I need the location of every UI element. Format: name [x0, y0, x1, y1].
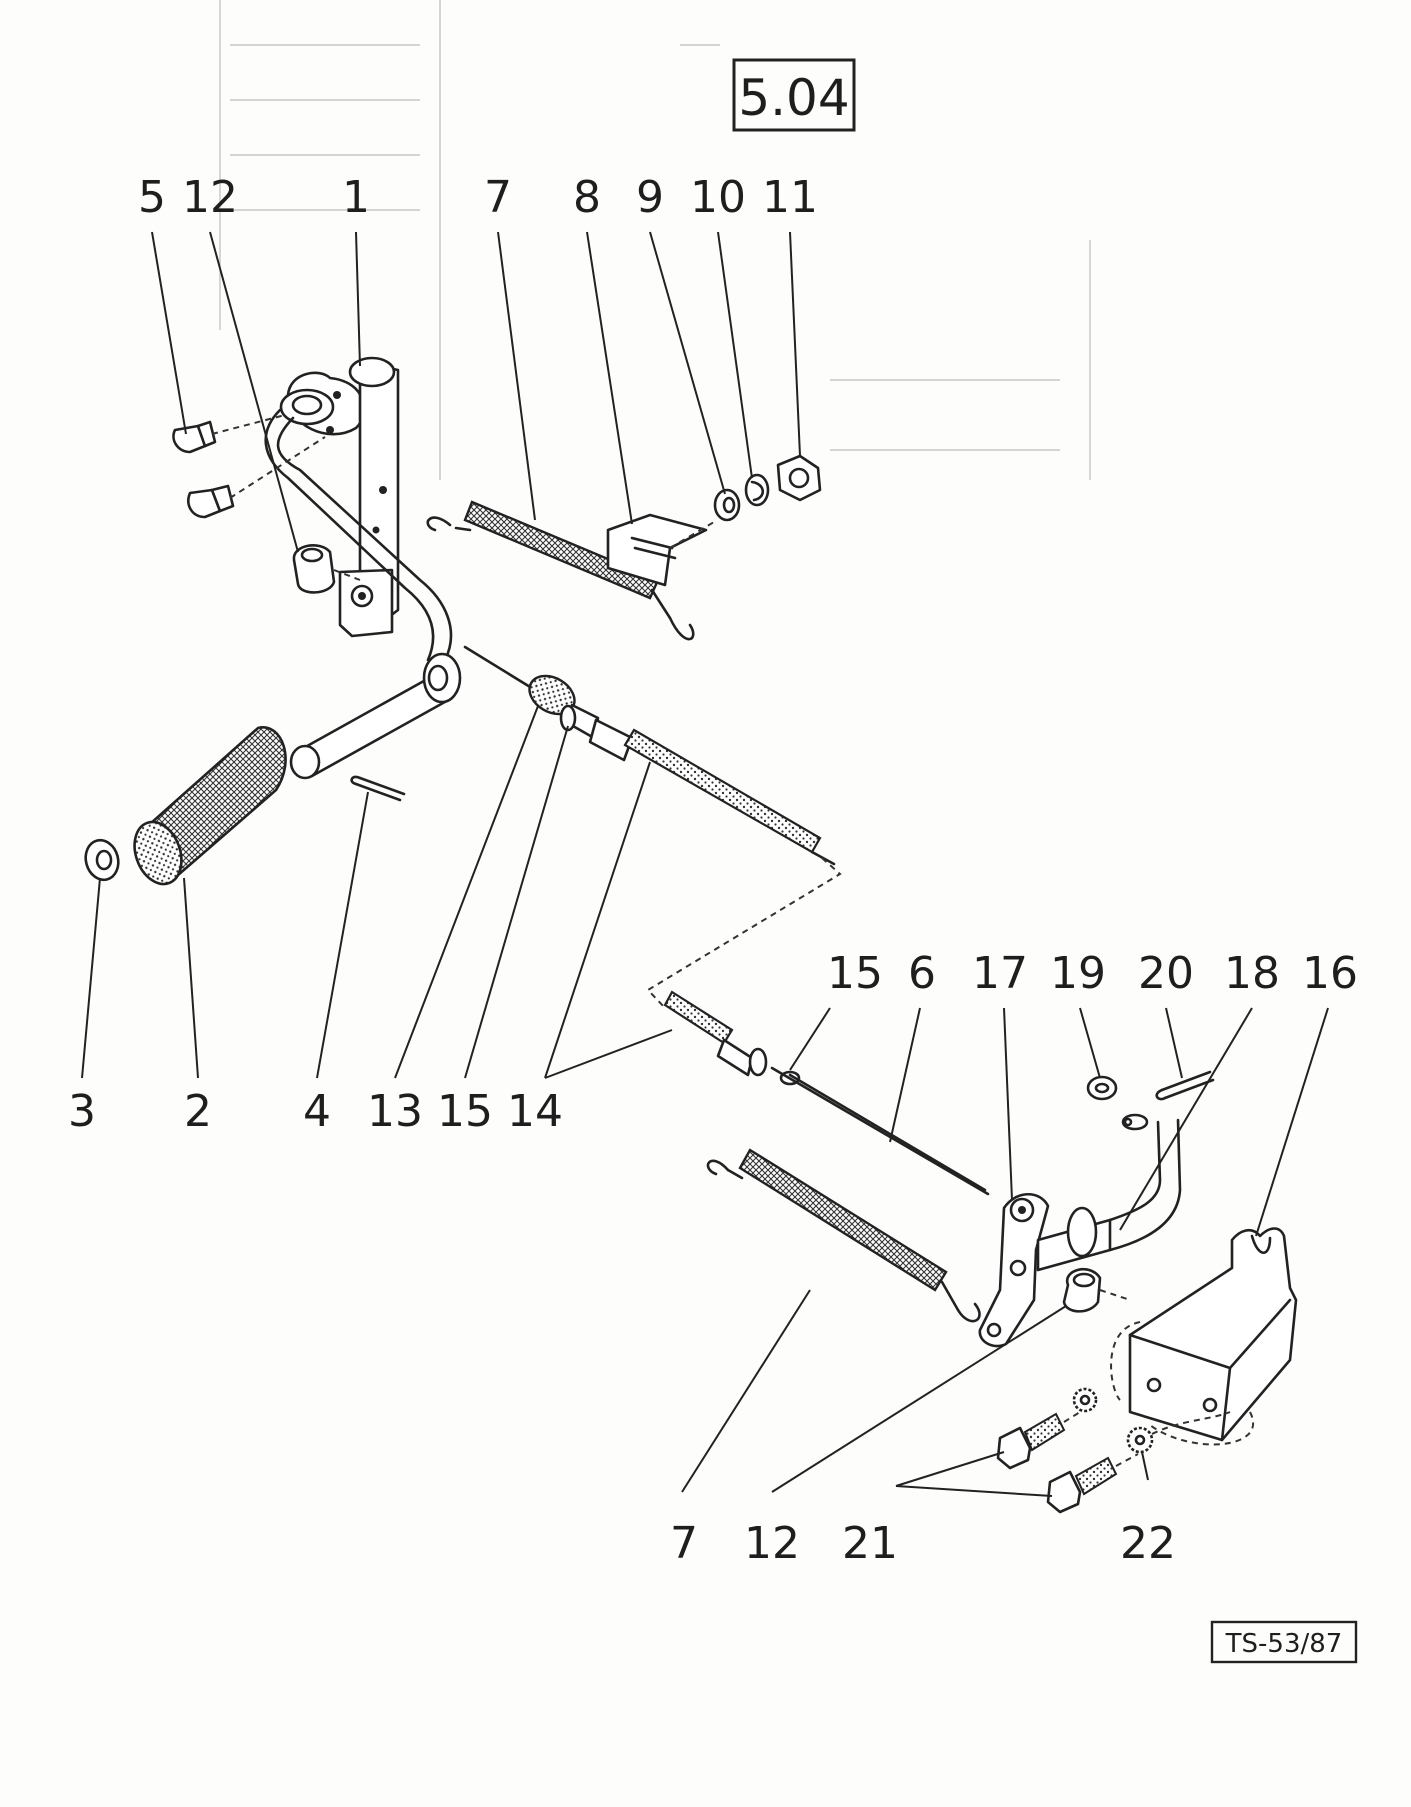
part-label-8: 8 [573, 172, 601, 223]
part-label-6: 6 [908, 948, 936, 999]
cable-lower-end [663, 990, 990, 1196]
part-label-12-lower: 12 [744, 1518, 800, 1569]
part-18-shaft [1036, 1113, 1182, 1272]
part-8-plate [606, 513, 715, 587]
part-label-10: 10 [690, 172, 746, 223]
part-number-labels: 5 12 1 7 8 9 10 11 3 2 4 13 15 14 15 6 1… [68, 172, 1358, 1569]
part-17-lever [978, 1192, 1050, 1348]
part-label-1: 1 [342, 172, 370, 223]
part-label-19: 19 [1050, 948, 1106, 999]
part-3-washer [84, 838, 120, 882]
part-21-bolts [996, 1411, 1139, 1514]
part-20-split-pin [1155, 1070, 1215, 1101]
part-12-upper-collar [292, 544, 361, 594]
paper-show-through [219, 0, 1091, 480]
sheet-number-text: 5.04 [738, 69, 849, 127]
part-label-2: 2 [184, 1086, 212, 1137]
part-label-14: 14 [507, 1086, 563, 1137]
part-label-20: 20 [1138, 948, 1194, 999]
part-label-4: 4 [303, 1086, 331, 1137]
cable-continuation-dashes [646, 857, 842, 1009]
part-label-12-upper: 12 [182, 172, 238, 223]
part-12-lower-collar [1062, 1268, 1131, 1313]
part-11-nut [776, 454, 822, 502]
part-label-21: 21 [842, 1518, 898, 1569]
pedal-arm-rod [264, 388, 462, 780]
part-10-spring-washer [744, 473, 770, 507]
part-2-pedal-rubber [133, 726, 287, 886]
leader-lines [81, 231, 1329, 1497]
part-label-7-lower: 7 [670, 1518, 698, 1569]
part-5-screws [172, 414, 326, 519]
part-label-3: 3 [68, 1086, 96, 1137]
part-label-17: 17 [972, 948, 1028, 999]
part-4-split-pin [350, 775, 406, 802]
part-label-16: 16 [1302, 948, 1358, 999]
part-label-18: 18 [1224, 948, 1280, 999]
part-label-5: 5 [138, 172, 166, 223]
part-16-bracket [1110, 1227, 1298, 1446]
part-label-9: 9 [636, 172, 664, 223]
drawing-reference-box: TS-53/87 [1210, 1620, 1358, 1664]
part-9-washer [713, 488, 741, 522]
part-label-15-left: 15 [437, 1086, 493, 1137]
cable-upper-end [463, 645, 836, 866]
part-label-15-right: 15 [827, 948, 883, 999]
part-19-washer [1086, 1075, 1118, 1101]
part-label-22: 22 [1120, 1518, 1176, 1569]
sheet-number-box: 5.04 [732, 58, 856, 132]
part-label-11: 11 [762, 172, 818, 223]
part-7-lower-spring [706, 1148, 981, 1323]
part-22-lock-washers [1072, 1387, 1231, 1454]
drawing-reference-text: TS-53/87 [1225, 1629, 1343, 1659]
part-label-13: 13 [367, 1086, 423, 1137]
part-label-7-upper: 7 [484, 172, 512, 223]
